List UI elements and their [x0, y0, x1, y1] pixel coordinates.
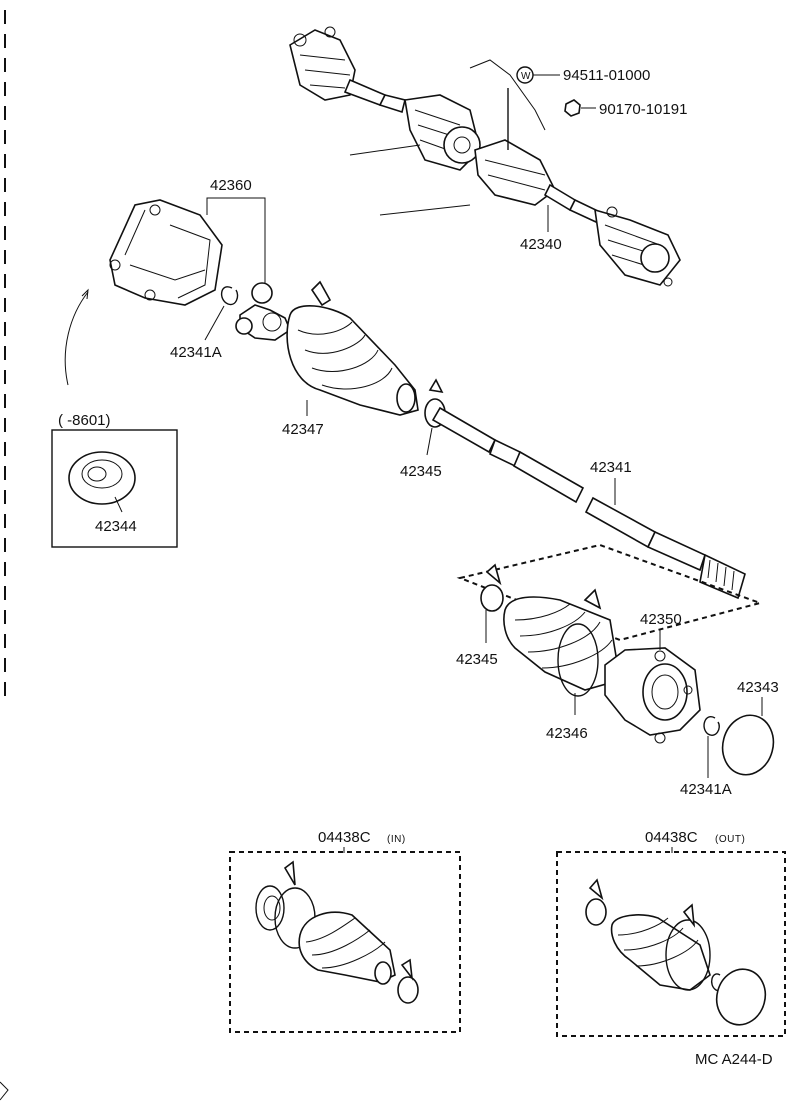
- label-42345-upper: 42345: [400, 463, 442, 480]
- boot-clamp[interactable]: [480, 563, 504, 612]
- inset-date-range: ( -8601): [58, 412, 111, 429]
- inset-box: [51, 429, 178, 548]
- label-42350: 42350: [640, 611, 682, 628]
- leader-bracket: [206, 197, 266, 285]
- corner-mark: [0, 1081, 9, 1101]
- inboard-joint-housing[interactable]: [604, 647, 701, 744]
- label-42341: 42341: [590, 459, 632, 476]
- leader-line: [114, 496, 123, 513]
- leader-line: [204, 305, 225, 341]
- label-42360: 42360: [210, 177, 252, 194]
- snap-ring-lower[interactable]: [703, 716, 720, 736]
- drive-shaft-assembly[interactable]: [289, 26, 681, 287]
- kit-in-box: [229, 851, 461, 1033]
- label-42347: 42347: [282, 421, 324, 438]
- label-42340: 42340: [520, 236, 562, 253]
- label-kit-out-suffix: (OUT): [715, 834, 745, 845]
- inboard-boot[interactable]: [503, 588, 621, 697]
- tripod-joint[interactable]: [235, 282, 291, 341]
- kit-out-box: [556, 851, 786, 1037]
- label-42341A-lower: 42341A: [680, 781, 732, 798]
- outboard-boot[interactable]: [286, 280, 419, 416]
- nut-icon: [564, 99, 581, 117]
- washer-symbol: W: [516, 66, 534, 84]
- outboard-joint-housing[interactable]: [109, 199, 223, 306]
- label-kit-in-suffix: (IN): [387, 834, 406, 845]
- label-42344: 42344: [95, 518, 137, 535]
- diagram-code: MC A244-D: [695, 1051, 773, 1068]
- svg-text:W: W: [521, 71, 531, 82]
- snap-ring[interactable]: [221, 286, 239, 306]
- label-42345-lower: 42345: [456, 651, 498, 668]
- label-42341A-upper: 42341A: [170, 344, 222, 361]
- kit-in-boot-set[interactable]: [255, 860, 419, 1004]
- dust-deflector[interactable]: [68, 451, 136, 505]
- kit-out-boot-set[interactable]: [585, 878, 771, 1030]
- end-cap[interactable]: [716, 710, 780, 781]
- leader-line: [426, 427, 433, 456]
- label-42346: 42346: [546, 725, 588, 742]
- label-94511-01000: 94511-01000: [563, 67, 650, 84]
- label-90170-10191: 90170-10191: [599, 101, 687, 118]
- label-04438C-in: 04438C: [318, 829, 371, 846]
- drive-shaft[interactable]: [424, 378, 746, 600]
- label-04438C-out: 04438C: [645, 829, 698, 846]
- reference-arrow: [64, 291, 89, 386]
- label-42343: 42343: [737, 679, 779, 696]
